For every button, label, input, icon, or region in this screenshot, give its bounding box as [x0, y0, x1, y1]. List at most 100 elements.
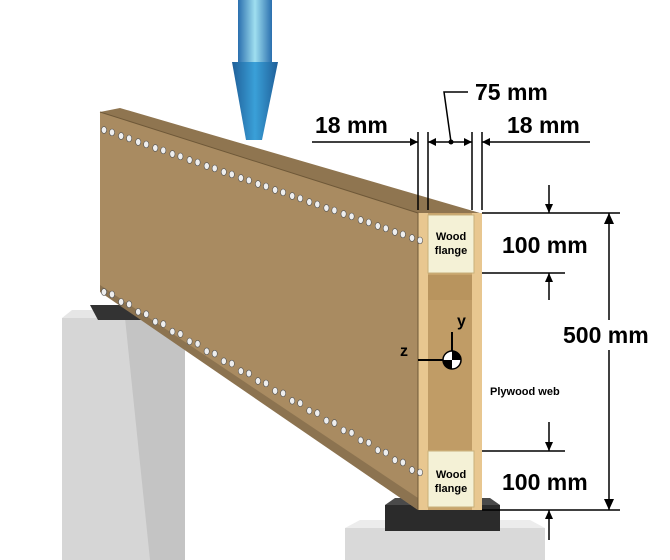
nail-head: [374, 222, 381, 230]
nail-head: [255, 377, 261, 385]
nail-head: [391, 228, 398, 236]
centroid-icon: [418, 332, 462, 370]
nail-head: [331, 419, 338, 427]
nail-head: [194, 340, 201, 348]
plywood-web-label: Plywood web: [490, 386, 560, 398]
nail-head: [211, 164, 218, 173]
nail-head: [177, 152, 184, 161]
load-arrow-icon: [232, 0, 278, 140]
nail-head: [118, 298, 124, 306]
nail-head: [417, 236, 423, 245]
nail-head: [263, 182, 269, 191]
nail-head: [169, 327, 176, 336]
top-flange-label-2: flange: [435, 245, 467, 257]
nail-head: [306, 407, 313, 415]
left-web: [418, 213, 428, 510]
nail-head: [126, 300, 133, 308]
nail-head: [314, 409, 321, 417]
beam-side-face: [100, 112, 418, 510]
nail-head: [220, 168, 227, 176]
top-flange: [427, 214, 475, 274]
nail-head: [237, 174, 244, 182]
nail-head: [357, 436, 364, 444]
nail-head: [152, 318, 159, 326]
nail-head: [314, 200, 321, 209]
nail-head: [331, 206, 338, 215]
nail-head: [109, 128, 115, 137]
bottom-flange-label-2: flange: [435, 483, 467, 495]
axis-z-label: z: [400, 343, 408, 360]
nail-head: [391, 456, 398, 464]
nail-head: [297, 194, 304, 203]
nail-head: [409, 466, 415, 474]
nail-head: [152, 144, 159, 152]
nail-head: [177, 330, 184, 338]
nail-head: [228, 170, 235, 179]
nail-head: [306, 198, 313, 206]
nail-head: [280, 188, 286, 197]
nail-head: [365, 439, 372, 447]
dim-bottom-100mm: 100 mm: [502, 469, 588, 495]
nail-head: [399, 230, 406, 239]
nail-head: [169, 150, 176, 158]
dim-right-18mm: 18 mm: [507, 112, 580, 138]
nail-head: [374, 446, 381, 454]
nail-head: [263, 379, 269, 388]
nail-head: [289, 397, 296, 405]
nail-head: [365, 218, 372, 227]
nail-head: [272, 186, 278, 194]
nail-head: [118, 132, 124, 140]
nail-head: [160, 320, 167, 328]
nail-head: [348, 212, 355, 221]
nail-head: [399, 458, 406, 467]
nail-head: [220, 357, 227, 365]
nail-head: [228, 359, 235, 368]
nail-head: [126, 134, 133, 143]
nail-head: [143, 310, 150, 318]
nail-head: [101, 288, 107, 296]
nail-head: [340, 426, 347, 435]
nail-head: [194, 158, 201, 167]
nail-head: [357, 216, 364, 224]
bottom-flange-label-1: Wood: [436, 469, 466, 481]
nail-head: [143, 140, 150, 149]
nail-head: [245, 369, 252, 378]
nail-head: [280, 389, 286, 397]
nail-head: [135, 308, 142, 316]
nail-head: [203, 162, 210, 170]
dim-75mm: 75 mm: [475, 79, 548, 105]
bottom-flange: [427, 450, 475, 508]
nail-head: [245, 176, 252, 185]
nail-head: [186, 337, 193, 346]
axis-y-label: y: [457, 313, 466, 330]
dim-left-18mm: 18 mm: [315, 112, 388, 138]
beam-top-face: [100, 108, 480, 213]
nail-head: [203, 347, 210, 355]
nail-head: [348, 429, 355, 437]
nail-head: [417, 468, 423, 477]
nail-head: [109, 290, 115, 299]
nail-rows: [101, 126, 423, 477]
nail-head: [323, 416, 330, 425]
nail-head: [101, 126, 107, 134]
nail-head: [272, 387, 278, 395]
nail-head: [237, 367, 244, 375]
nail-head: [135, 138, 142, 146]
nail-head: [160, 146, 167, 155]
nail-head: [186, 156, 193, 164]
nail-head: [340, 210, 347, 218]
nail-head: [255, 180, 261, 188]
left-support: [62, 305, 185, 560]
nail-head: [409, 234, 415, 242]
nail-head: [297, 399, 304, 407]
nail-head: [289, 192, 296, 200]
nail-head: [382, 448, 389, 457]
nail-head: [211, 350, 218, 358]
nail-head: [323, 204, 330, 212]
right-web: [472, 213, 482, 510]
dim-top-100mm: 100 mm: [502, 232, 588, 258]
i-beam: [99, 108, 482, 510]
top-flange-label-1: Wood: [436, 231, 466, 243]
dim-500mm: 500 mm: [563, 322, 649, 348]
